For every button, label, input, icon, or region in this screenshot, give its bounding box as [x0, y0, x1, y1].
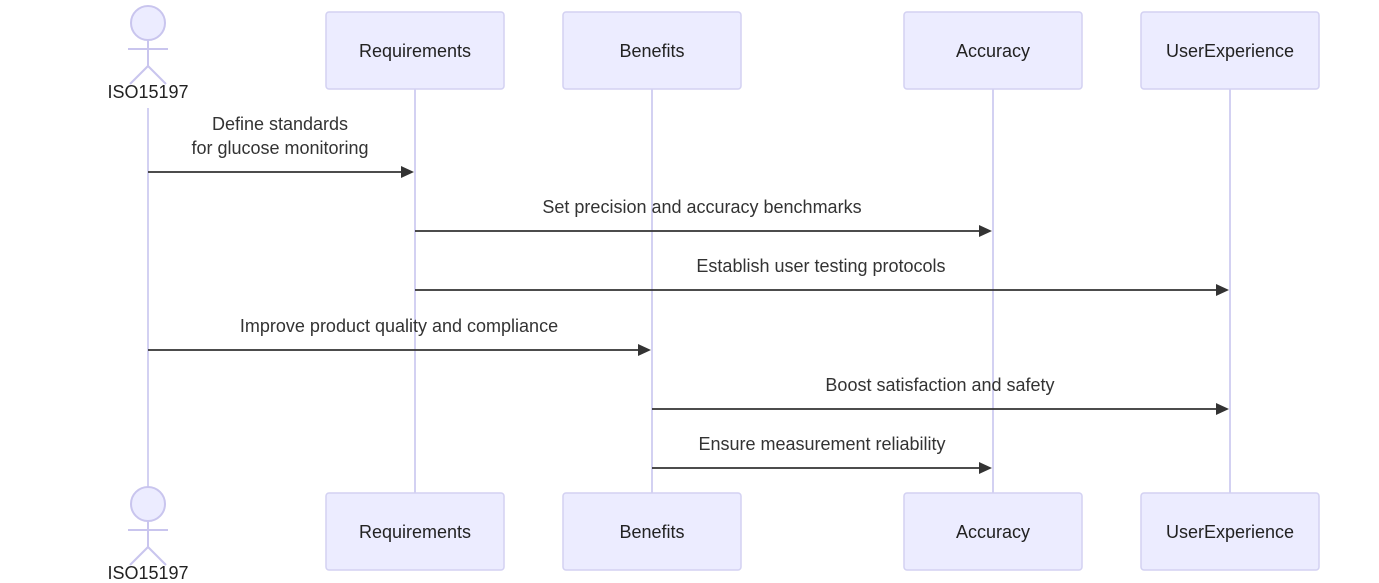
participant-box-accuracy — [903, 11, 1083, 90]
arrowhead-icon — [1216, 403, 1229, 415]
arrowhead-icon — [979, 225, 992, 237]
actor-head-icon — [130, 5, 166, 41]
actor-head-icon — [130, 486, 166, 522]
arrowhead-icon — [979, 462, 992, 474]
actor-leg-right — [147, 65, 167, 85]
participant-label-benefits: Benefits — [619, 522, 684, 542]
message-improve-quality: Improve product quality and compliance — [148, 316, 651, 356]
message-label-line: Establish user testing protocols — [696, 256, 945, 276]
message-boost-satisfaction: Boost satisfaction and safety — [652, 375, 1229, 415]
actor-label-top: ISO15197 — [107, 82, 188, 102]
participant-box-benefits — [562, 492, 742, 571]
message-establish-protocols: Establish user testing protocols — [415, 256, 1229, 296]
actor-top: ISO15197 — [107, 5, 189, 102]
participant-box-requirements — [325, 492, 505, 571]
participant-box-benefits — [562, 11, 742, 90]
arrowhead-icon — [638, 344, 651, 356]
messages: Define standards for glucose monitoring … — [148, 114, 1229, 474]
message-label-line: for glucose monitoring — [191, 138, 368, 158]
lifelines — [147, 89, 1231, 493]
actor-leg-left — [129, 65, 149, 85]
participant-label-accuracy: Accuracy — [956, 522, 1030, 542]
arrowhead-icon — [1216, 284, 1229, 296]
participants-bottom: Requirements Benefits Accuracy UserExper… — [325, 492, 1320, 571]
participant-label-requirements: Requirements — [359, 522, 471, 542]
arrowhead-icon — [401, 166, 414, 178]
participant-box-accuracy — [903, 492, 1083, 571]
participant-label-requirements: Requirements — [359, 41, 471, 61]
message-define-standards: Define standards for glucose monitoring — [148, 114, 414, 178]
message-ensure-reliability: Ensure measurement reliability — [652, 434, 992, 474]
actor-leg-left — [129, 546, 149, 566]
participant-box-requirements — [325, 11, 505, 90]
participant-box-userexperience — [1140, 492, 1320, 571]
participant-box-userexperience — [1140, 11, 1320, 90]
message-label-line: Improve product quality and compliance — [240, 316, 558, 336]
message-set-benchmarks: Set precision and accuracy benchmarks — [415, 197, 992, 237]
participant-label-accuracy: Accuracy — [956, 41, 1030, 61]
participant-label-userexperience: UserExperience — [1166, 522, 1294, 542]
message-label-line: Ensure measurement reliability — [698, 434, 945, 454]
message-label-line: Boost satisfaction and safety — [825, 375, 1054, 395]
participant-label-userexperience: UserExperience — [1166, 41, 1294, 61]
message-label-line: Set precision and accuracy benchmarks — [542, 197, 861, 217]
message-label-line: Define standards — [212, 114, 348, 134]
actor-leg-right — [147, 546, 167, 566]
participant-label-benefits: Benefits — [619, 41, 684, 61]
participants-top: Requirements Benefits Accuracy UserExper… — [325, 11, 1320, 90]
actor-label-bottom: ISO15197 — [107, 563, 188, 583]
actor-bottom: ISO15197 — [107, 486, 189, 583]
